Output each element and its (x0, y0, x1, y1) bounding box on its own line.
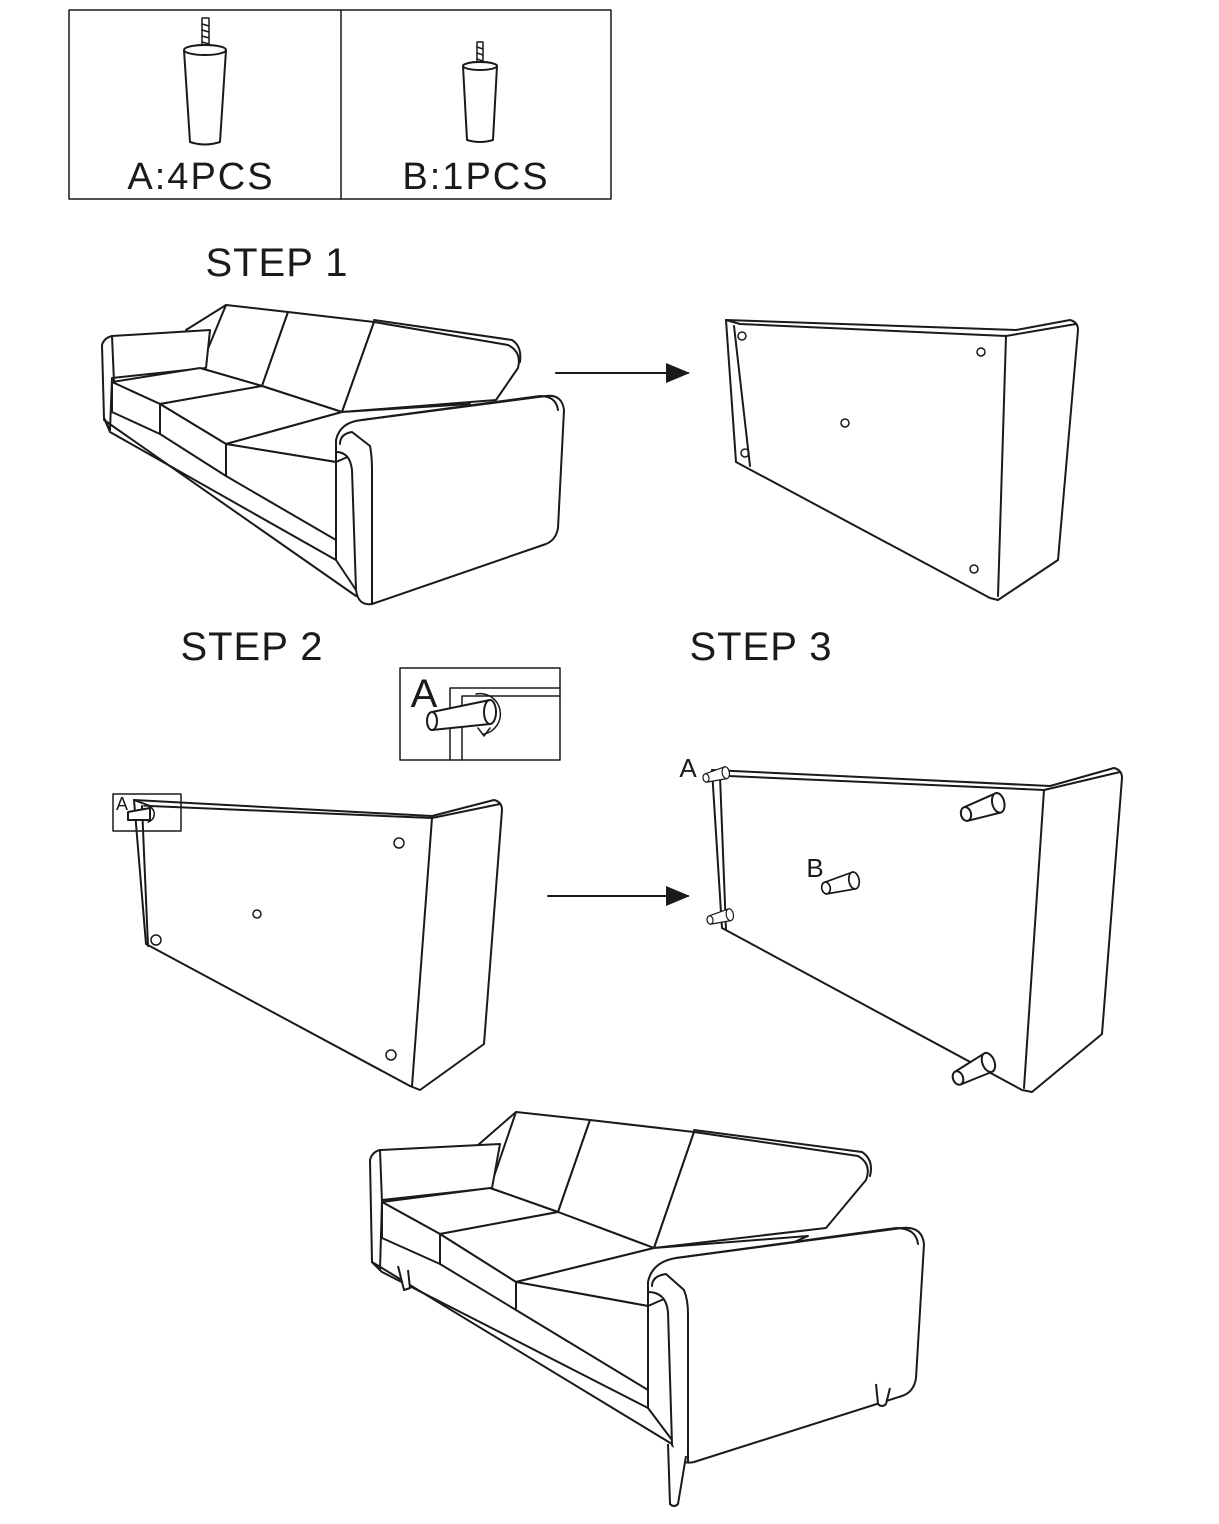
zoom-detail-box (399, 667, 561, 761)
sofa-step2 (112, 793, 503, 1091)
zoom-label-a: A (411, 672, 438, 716)
sofa-step1 (101, 304, 565, 606)
part-a-label: A:4PCS (127, 156, 274, 198)
step-2-label: STEP 2 (180, 625, 323, 669)
small-callout-a: A (116, 794, 128, 814)
parts-box (68, 9, 612, 200)
sofa-flipped-step1 (725, 319, 1079, 601)
sofa-final (369, 1111, 925, 1507)
part-b-label: B:1PCS (402, 156, 549, 198)
leg-a-icon (183, 17, 227, 146)
sofa-step3 (701, 765, 1123, 1093)
step3-callout-b: B (806, 853, 823, 883)
leg-b-icon (462, 41, 498, 143)
step3-callout-a: A (679, 753, 697, 783)
step-1-label: STEP 1 (205, 241, 348, 285)
step-3-label: STEP 3 (689, 625, 832, 669)
